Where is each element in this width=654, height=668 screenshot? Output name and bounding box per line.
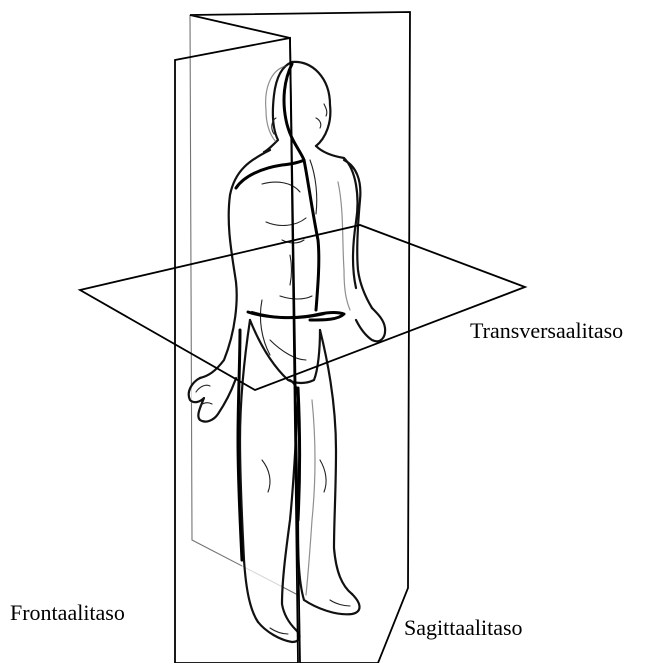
transverse-plane-label: Transversaalitaso	[470, 320, 623, 342]
frontal-plane-label: Frontaalitaso	[10, 602, 125, 624]
sagittal-plane-label: Sagittaalitaso	[404, 617, 523, 639]
